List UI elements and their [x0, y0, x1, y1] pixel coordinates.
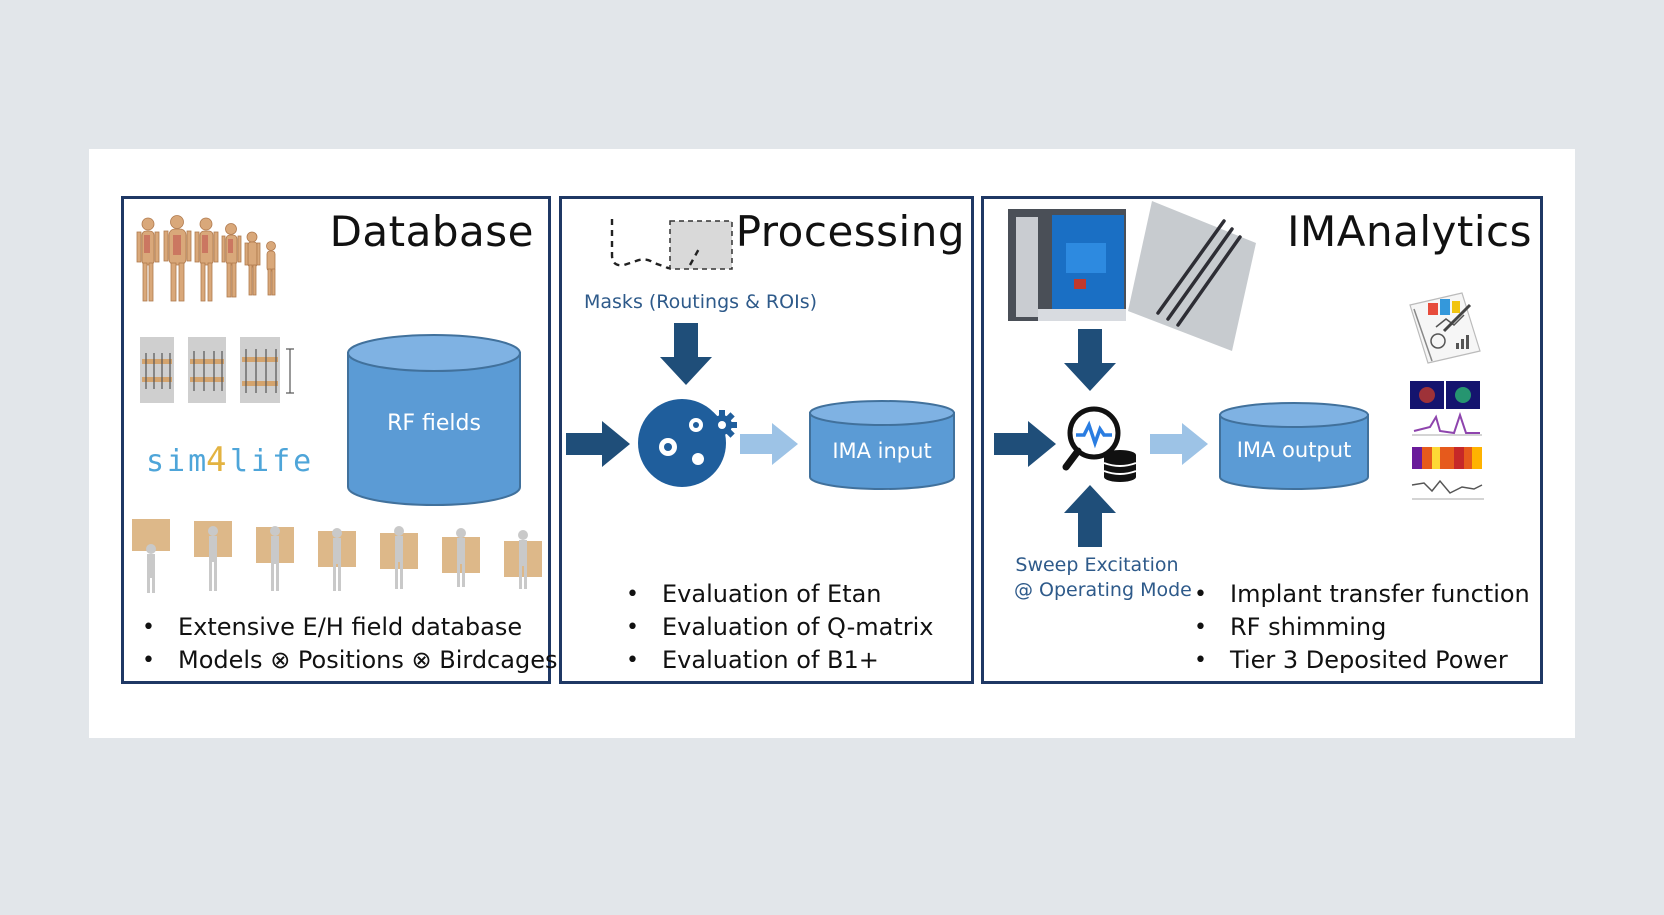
flow-arrow-light	[1150, 423, 1208, 465]
mask-caption: Masks (Routings & ROIs)	[584, 291, 818, 313]
imanalytics-bullets: Implant transfer function RF shimming Ti…	[1190, 578, 1530, 677]
diagram-card: Database	[89, 149, 1575, 738]
entry-arrow	[994, 421, 1056, 467]
rf-fields-label: RF fields	[387, 411, 481, 436]
list-item: Extensive E/H field database	[138, 611, 557, 644]
ima-output-label: IMA output	[1236, 438, 1352, 462]
sim4life-logo: sim 4 life	[146, 445, 314, 479]
ima-input-store: IMA input	[808, 399, 956, 491]
list-item: Implant transfer function	[1190, 578, 1530, 611]
sweep-caption-line1: Sweep Excitation	[1015, 554, 1179, 576]
svg-text:4: 4	[206, 445, 226, 479]
birdcage-coil-icon	[140, 337, 294, 403]
mask-routing-icon	[610, 219, 733, 270]
svg-text:life: life	[230, 445, 314, 479]
down-arrow	[1064, 329, 1116, 391]
sweep-caption: Sweep Excitation @ Operating Mode	[1014, 553, 1192, 603]
analytics-search-icon	[1062, 406, 1137, 482]
list-item: Tier 3 Deposited Power	[1190, 644, 1530, 677]
database-panel: Database	[121, 196, 557, 684]
ima-output-store: IMA output	[1218, 401, 1370, 491]
database-bullets: Extensive E/H field database Models ⊗ Po…	[138, 611, 557, 677]
down-arrow	[660, 323, 712, 385]
result-plots-icon	[1410, 381, 1484, 500]
svg-text:sim: sim	[146, 445, 209, 479]
processing-bullets: Evaluation of Etan Evaluation of Q-matri…	[622, 578, 933, 677]
up-arrow	[1064, 485, 1116, 547]
list-item: RF shimming	[1190, 611, 1530, 644]
human-models-icon	[136, 215, 276, 302]
birdcage-positions-icon	[132, 519, 542, 593]
flow-arrow-light	[740, 423, 798, 465]
rf-fields-store: RF fields	[346, 333, 522, 507]
list-item: Models ⊗ Positions ⊗ Birdcages	[138, 644, 557, 677]
entry-arrow	[566, 421, 630, 467]
gears-icon	[638, 399, 737, 487]
sweep-caption-line2: @ Operating Mode	[1014, 579, 1192, 601]
processing-panel: Processing Masks (Routings & ROIs)	[559, 196, 974, 684]
device-photo-icon	[1008, 209, 1126, 321]
ima-input-label: IMA input	[832, 439, 932, 463]
implant-leads-icon	[1128, 201, 1256, 351]
processing-title: Processing	[735, 207, 965, 256]
list-item: Evaluation of Etan	[622, 578, 933, 611]
report-icon	[1409, 292, 1481, 364]
list-item: Evaluation of Q-matrix	[622, 611, 933, 644]
imanalytics-panel: IMAnalytics	[981, 196, 1543, 684]
list-item: Evaluation of B1+	[622, 644, 933, 677]
imanalytics-title: IMAnalytics	[1287, 207, 1532, 256]
database-title: Database	[329, 207, 534, 256]
